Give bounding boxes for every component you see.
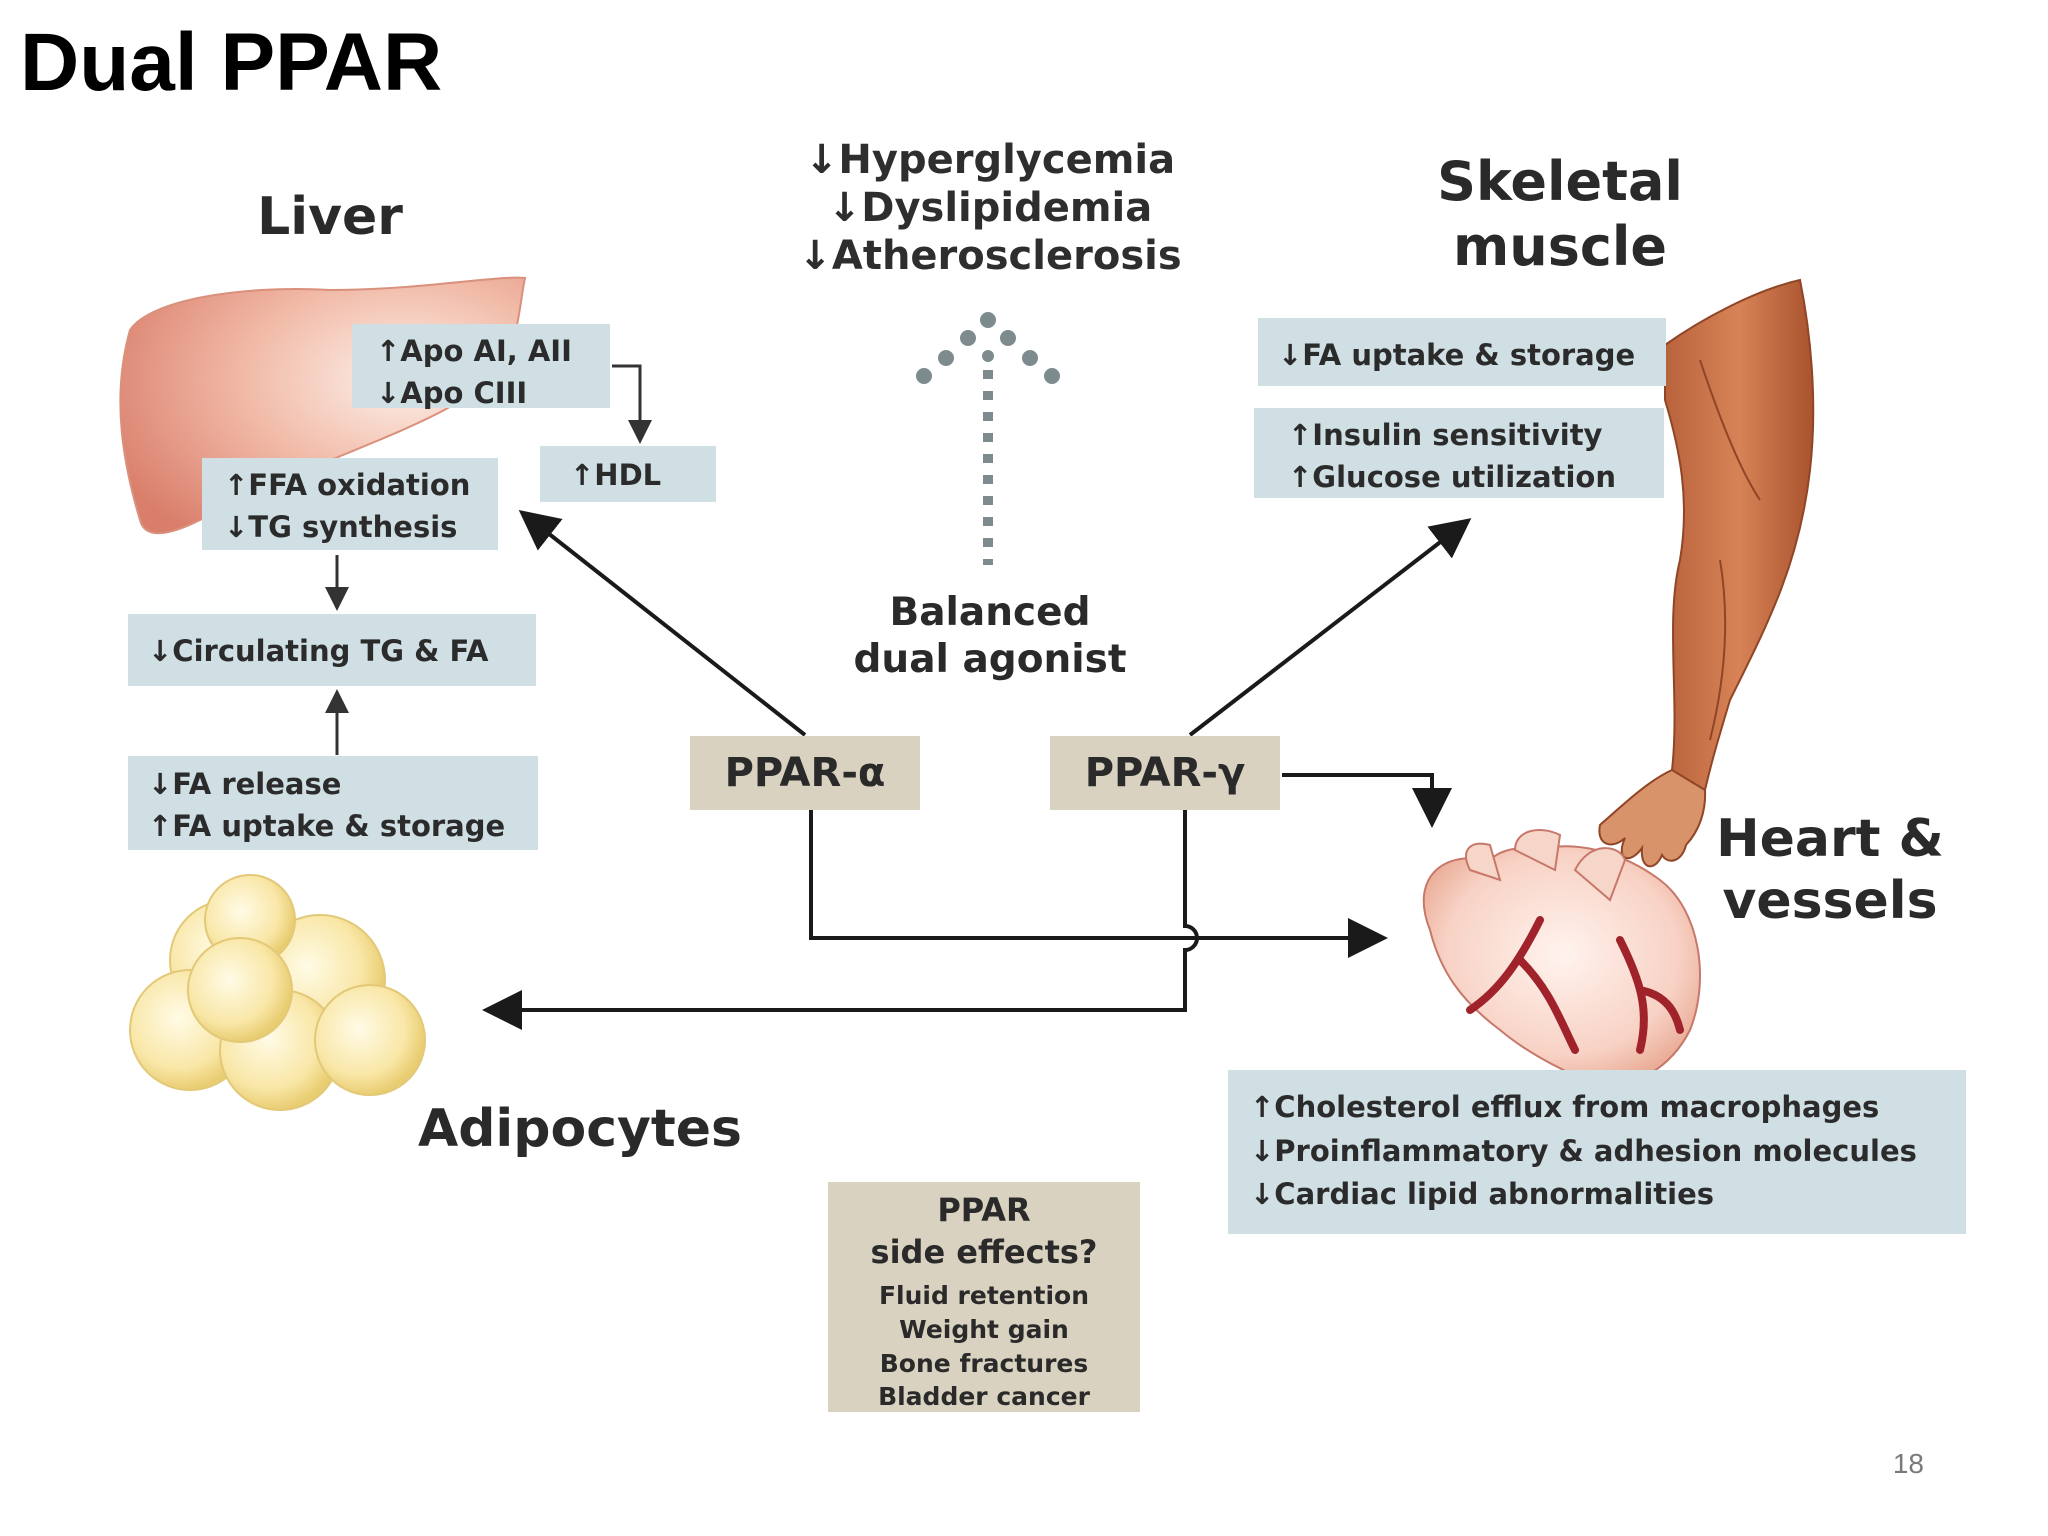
ppar-alpha-box: PPAR-α (690, 736, 920, 810)
dotted-up-arrow (916, 312, 1060, 565)
side-effect-item: Weight gain (899, 1314, 1069, 1344)
side-effect-item: Fluid retention (878, 1281, 1090, 1311)
slide-title: Dual PPAR (20, 17, 443, 108)
agonist-label: Balanced dual agonist (800, 590, 1180, 684)
heart-vessels-label: Heart & vessels (1680, 808, 1980, 933)
heart-effect-3: ↓Cardiac lipid abnormalities (1250, 1177, 1715, 1211)
fa-uptake-box: ↓FA uptake & storage (1258, 318, 1666, 386)
side-effect-item: Bone fractures (879, 1348, 1089, 1378)
circulating-box: ↓Circulating TG & FA (128, 614, 536, 686)
agonist-label-line-2: dual agonist (853, 636, 1127, 682)
outcome-atherosclerosis: ↓Atherosclerosis (798, 233, 1182, 279)
arrow-apo-to-hdl (612, 364, 652, 444)
liver-label: Liver (257, 187, 403, 247)
insulin-line-2: ↑Glucose utilization (1288, 460, 1616, 495)
heart-effect-2: ↓Proinflammatory & adhesion molecules (1250, 1133, 1917, 1168)
adipocytes-illustration (129, 874, 426, 1111)
oxidation-line-1: ↑FFA oxidation (224, 468, 471, 502)
skeletal-muscle-label: Skeletal muscle (1380, 150, 1740, 280)
fa-uptake-text: ↓FA uptake & storage (1278, 338, 1636, 372)
fa-release-line-1: ↓FA release (148, 767, 342, 801)
heart-vessels-label-line-2: vessels (1722, 871, 1938, 932)
apo-line-1: ↑Apo AI, AII (376, 334, 572, 368)
arrow-gamma-to-muscle (1188, 518, 1472, 737)
heart-vessels-label-line-1: Heart & (1716, 809, 1944, 869)
outcome-dyslipidemia: ↓Dyslipidemia (827, 185, 1153, 231)
ppar-gamma-box: PPAR-γ (1050, 736, 1280, 810)
heart-effect-1: ↑Cholesterol efflux from macrophages (1250, 1090, 1880, 1124)
skeletal-muscle-label-line-2: muscle (1453, 214, 1667, 278)
circulating-text: ↓Circulating TG & FA (148, 634, 489, 668)
skeletal-muscle-label-line-1: Skeletal (1437, 150, 1683, 213)
arrow-alpha-to-liver (518, 510, 807, 737)
adipocytes-label: Adipocytes (417, 1099, 743, 1159)
oxidation-box: ↑FFA oxidation ↓TG synthesis (202, 458, 498, 550)
apo-line-2: ↓Apo CIII (376, 376, 528, 411)
side-effect-item: Bladder cancer (878, 1382, 1090, 1412)
page-number: 18 (1892, 1448, 1924, 1479)
hdl-text: ↑HDL (570, 458, 662, 492)
arrow-gamma-to-adipocytes (482, 810, 1199, 1030)
fa-release-line-2: ↑FA uptake & storage (148, 809, 506, 844)
side-effects-heading-2: side effects? (870, 1232, 1098, 1271)
arrow-gamma-to-heart (1282, 773, 1452, 828)
arm-illustration (1598, 278, 1815, 868)
insulin-line-1: ↑Insulin sensitivity (1288, 418, 1603, 452)
fa-release-box: ↓FA release ↑FA uptake & storage (128, 756, 538, 850)
arrow-alpha-to-heart (809, 810, 1388, 958)
side-effects-box: PPAR side effects? Fluid retention Weigh… (828, 1182, 1140, 1412)
agonist-label-line-1: Balanced (889, 590, 1091, 635)
heart-effects-box: ↑Cholesterol efflux from macrophages ↓Pr… (1228, 1070, 1966, 1234)
insulin-box: ↑Insulin sensitivity ↑Glucose utilizatio… (1254, 408, 1664, 498)
hdl-box: ↑HDL (540, 446, 716, 502)
apo-box: ↑Apo AI, AII ↓Apo CIII (352, 324, 610, 410)
side-effects-heading-1: PPAR (937, 1191, 1031, 1229)
outcomes-list: ↓Hyperglycemia ↓Dyslipidemia ↓Atheroscle… (770, 136, 1210, 280)
heart-illustration (1422, 829, 1701, 1087)
outcome-hyperglycemia: ↓Hyperglycemia (804, 137, 1176, 183)
oxidation-line-2: ↓TG synthesis (224, 510, 458, 545)
